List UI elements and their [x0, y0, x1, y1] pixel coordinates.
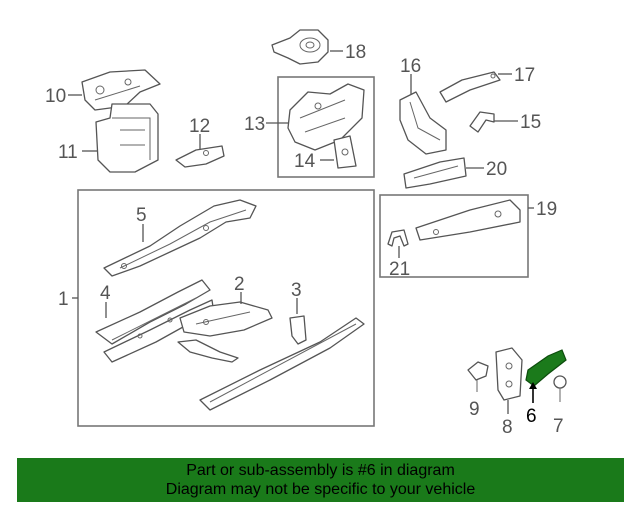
banner-line-1: Part or sub-assembly is #6 in diagram: [186, 462, 455, 479]
leader-6-arrowhead: [529, 382, 537, 389]
callout-18[interactable]: 18: [345, 42, 366, 63]
part-2-crossmember[interactable]: [179, 301, 273, 337]
banner-line-2: Diagram may not be specific to your vehi…: [165, 481, 476, 498]
callout-1[interactable]: 1: [58, 289, 69, 310]
part-17-brace[interactable]: [439, 71, 501, 103]
part-11-housing[interactable]: [95, 103, 159, 173]
callout-6[interactable]: 6: [526, 406, 537, 427]
part-3-gusset[interactable]: [289, 315, 307, 345]
part-2-bracket[interactable]: [177, 339, 239, 363]
part-6-highlighted[interactable]: [525, 349, 567, 387]
callout-3[interactable]: 3: [291, 280, 302, 301]
part-19-extension[interactable]: [415, 199, 521, 241]
part-7-bolt[interactable]: [553, 375, 567, 402]
group-box-19: [379, 194, 529, 278]
part-5-rail-upper[interactable]: [103, 199, 257, 277]
callout-12[interactable]: 12: [189, 116, 210, 137]
part-16-reinforcement[interactable]: [399, 91, 447, 155]
callout-2[interactable]: 2: [234, 274, 245, 295]
callout-4[interactable]: 4: [100, 283, 111, 304]
part-12-plate[interactable]: [175, 145, 225, 168]
part-8-plate[interactable]: [495, 347, 523, 401]
callout-9[interactable]: 9: [469, 399, 480, 420]
callout-20[interactable]: 20: [486, 159, 507, 180]
part-20-rail[interactable]: [403, 157, 467, 189]
notice-banner: Part or sub-assembly is #6 in diagram Di…: [17, 458, 624, 502]
part-13-apron[interactable]: [287, 83, 365, 151]
callout-11[interactable]: 11: [58, 142, 78, 163]
callout-17[interactable]: 17: [514, 65, 535, 86]
callout-10[interactable]: 10: [45, 86, 66, 107]
callout-13[interactable]: 13: [244, 114, 265, 135]
callout-14[interactable]: 14: [294, 151, 316, 172]
group-box-13: [277, 76, 375, 178]
callout-8[interactable]: 8: [502, 417, 513, 438]
group-box-1: [77, 189, 375, 427]
part-1-rocker-panel[interactable]: [199, 317, 365, 411]
callout-21[interactable]: 21: [389, 259, 410, 280]
part-21-clip[interactable]: [387, 229, 409, 247]
callout-19[interactable]: 19: [536, 199, 557, 220]
part-14-bracket[interactable]: [333, 135, 357, 169]
callout-15[interactable]: 15: [520, 112, 541, 133]
part-18-mount[interactable]: [271, 29, 329, 65]
callout-16[interactable]: 16: [400, 56, 421, 77]
part-9-bolt[interactable]: [467, 361, 489, 392]
callout-7[interactable]: 7: [553, 416, 564, 437]
callout-5[interactable]: 5: [136, 205, 147, 226]
part-10-bracket[interactable]: [81, 69, 161, 111]
part-15-clip[interactable]: [469, 111, 495, 133]
